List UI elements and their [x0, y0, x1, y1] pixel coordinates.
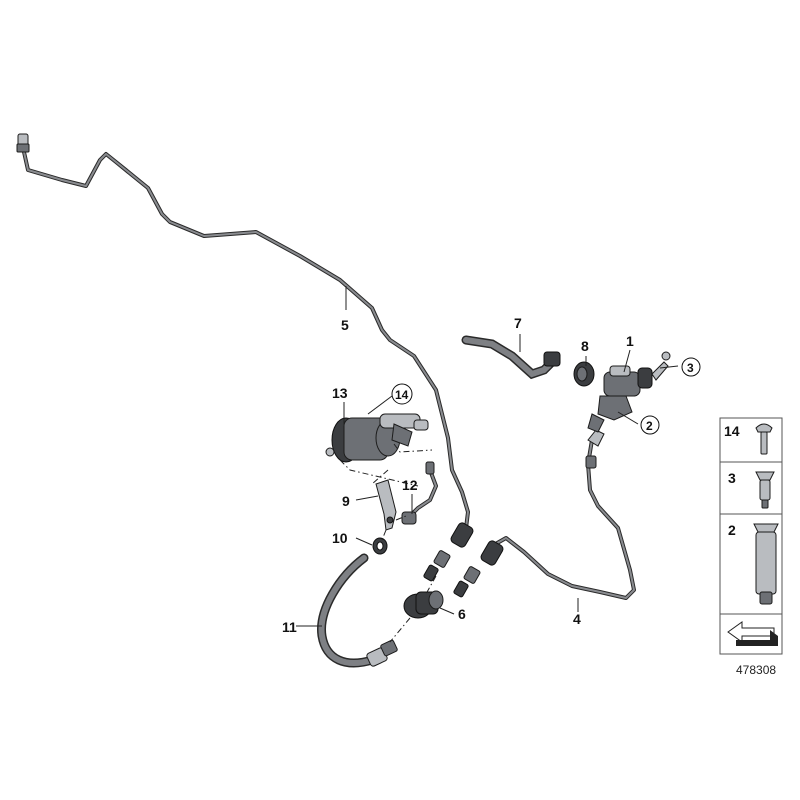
grommet-part-6 [403, 590, 444, 619]
pipe-part-5 [16, 133, 470, 530]
label-1: 1 [626, 333, 634, 349]
legend-sleeve-2-icon [753, 523, 779, 605]
label-2: 2 [646, 419, 653, 433]
label-5: 5 [341, 317, 349, 333]
legend-label-2: 2 [728, 522, 736, 538]
legend-label-14: 14 [724, 423, 740, 439]
master-cylinder-part-1 [587, 351, 671, 433]
legend-label-3: 3 [728, 470, 736, 486]
label-10: 10 [332, 530, 348, 546]
label-8: 8 [581, 338, 589, 354]
label-3: 3 [687, 361, 694, 375]
label-11: 11 [282, 619, 297, 635]
washer-part-10 [372, 537, 388, 555]
label-14-circle: 14 [391, 383, 413, 405]
legend-bolt-14-icon [755, 423, 773, 455]
label-9: 9 [342, 493, 350, 509]
bracket-part-9 [375, 479, 397, 531]
legend-pin-3-icon [755, 471, 775, 509]
label-7: 7 [514, 315, 522, 331]
grommet-part-8 [573, 361, 595, 387]
label-2-circle: 2 [640, 415, 660, 435]
label-13: 13 [332, 385, 348, 401]
direction-arrow-icon [727, 621, 778, 646]
pipe-part-4 [490, 429, 636, 600]
label-14: 14 [395, 388, 409, 402]
legend-panel: 14 3 2 [719, 417, 783, 655]
slave-cylinder-part-13 [325, 413, 429, 463]
reference-number: 478308 [736, 663, 776, 677]
hose-part-7 [461, 335, 561, 380]
label-4: 4 [573, 611, 581, 627]
hose-part-11 [317, 553, 398, 668]
coupling-connectors [423, 522, 504, 598]
bleeder-line-part-12 [401, 461, 438, 525]
label-6: 6 [458, 606, 466, 622]
leader-lines [296, 286, 679, 627]
assembly-lines [339, 443, 437, 643]
label-3-circle: 3 [681, 357, 701, 377]
label-12: 12 [402, 477, 418, 493]
